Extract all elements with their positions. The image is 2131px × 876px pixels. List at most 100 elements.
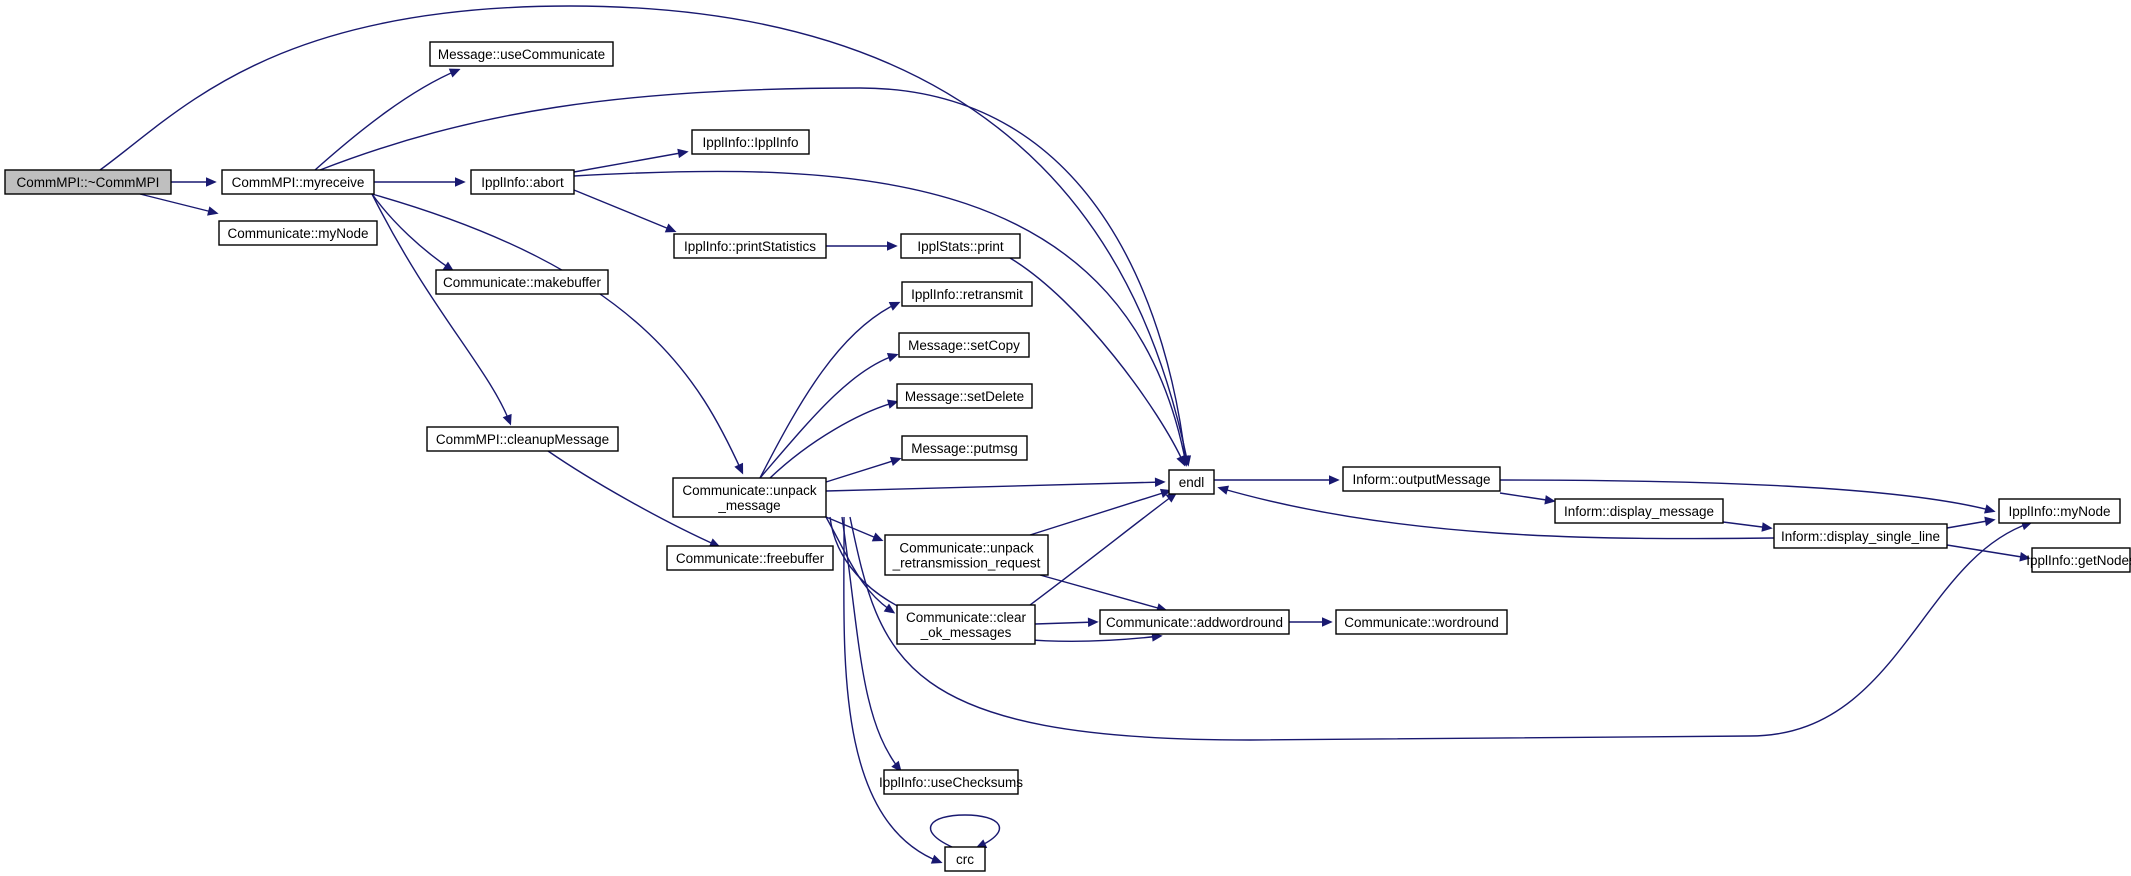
node-outputmsg[interactable]: Inform::outputMessage [1342, 466, 1501, 492]
node-statsprint[interactable]: IpplStats::print [900, 233, 1021, 259]
arrowhead-unpack-to-usechecksums [891, 760, 902, 773]
edge-unpack-to-putmsg [825, 458, 900, 483]
node-label: IpplInfo::printStatistics [684, 239, 816, 254]
node-box [1168, 469, 1215, 495]
node-label: Communicate::unpack [682, 483, 817, 498]
nodes-layer: CommMPI::~CommMPI CommMPI::myreceiveCommu… [4, 41, 2131, 872]
node-myreceive[interactable]: CommMPI::myreceive [221, 169, 375, 195]
edge-statsprint-to-endl [1009, 257, 1185, 465]
edge-singleline-to-endl [1219, 487, 1775, 540]
node-setdelete[interactable]: Message::setDelete [896, 383, 1033, 409]
arrowhead-printstats-to-statsprint [887, 241, 898, 251]
edge-unpack-to-crc [843, 516, 941, 863]
node-box [2031, 547, 2131, 573]
node-usecommunicate[interactable]: Message::useCommunicate [429, 41, 614, 67]
node-setcopy[interactable]: Message::setCopy [898, 332, 1030, 358]
node-label: IpplInfo::abort [481, 175, 564, 190]
edge-unpack-to-setdelete [769, 401, 897, 479]
node-box [218, 220, 378, 246]
edge-root-to-endl [99, 5, 1189, 465]
node-unpackretrans[interactable]: Communicate::unpack_retransmission_reque… [884, 534, 1049, 576]
edge-cleanup-to-freebuffer [547, 450, 719, 547]
node-ipplinfo[interactable]: IpplInfo::IpplInfo [691, 129, 810, 155]
node-comm_mynode[interactable]: Communicate::myNode [218, 220, 378, 246]
node-box [883, 769, 1019, 795]
edge-myreceive-to-makebuffer [371, 193, 453, 271]
node-label: Message::setDelete [905, 389, 1024, 404]
node-root[interactable]: CommMPI::~CommMPI [4, 169, 172, 195]
arrowhead-abort-to-printstats [664, 223, 677, 233]
node-box [1099, 609, 1290, 635]
edge-unpack-to-unpackretrans [825, 516, 882, 541]
arrowhead-myreceive-to-cleanup [502, 413, 512, 426]
node-putmsg[interactable]: Message::putmsg [901, 435, 1028, 461]
edge-myreceive-to-unpack [371, 193, 743, 473]
node-endl[interactable]: endl [1168, 469, 1215, 495]
node-getnodes[interactable]: IpplInfo::getNodes [2026, 547, 2131, 573]
node-box [896, 383, 1033, 409]
edges-layer [99, 5, 2033, 864]
node-info_mynode[interactable]: IpplInfo::myNode [1998, 498, 2121, 524]
edge-singleline-to-getnodes [1946, 544, 2029, 559]
node-abort[interactable]: IpplInfo::abort [470, 169, 575, 195]
node-label: IpplInfo::IpplInfo [702, 135, 798, 150]
node-box [944, 846, 986, 872]
edge-abort-to-ipplinfo [573, 151, 687, 173]
node-box [4, 169, 172, 195]
node-label: CommMPI::myreceive [232, 175, 365, 190]
arrowhead-singleline-to-endl [1217, 485, 1230, 495]
node-wordround[interactable]: Communicate::wordround [1335, 609, 1508, 635]
node-box [470, 169, 575, 195]
node-label: Message::useCommunicate [438, 47, 605, 62]
node-label: Communicate::addwordround [1106, 615, 1283, 630]
node-printstats[interactable]: IpplInfo::printStatistics [673, 233, 827, 259]
node-box [673, 233, 827, 259]
edge-myreceive-to-cleanup [371, 193, 511, 424]
node-label: Inform::display_single_line [1781, 529, 1940, 544]
node-displaymsg[interactable]: Inform::display_message [1554, 498, 1724, 524]
node-cleanup[interactable]: CommMPI::cleanupMessage [426, 426, 619, 452]
node-freebuffer[interactable]: Communicate::freebuffer [666, 545, 834, 571]
node-usechecksums[interactable]: IpplInfo::useChecksums [879, 769, 1023, 795]
node-box [1342, 466, 1501, 492]
edge-unpack-to-endl [825, 481, 1164, 492]
arrowhead-endl-to-outputmsg [1329, 475, 1340, 485]
arrowhead-displaymsg-to-singleline [1761, 522, 1773, 532]
node-clearok[interactable]: Communicate::clear_ok_messages [896, 604, 1036, 645]
arrowhead-addwordround-to-wordround [1322, 617, 1333, 627]
node-label: IpplStats::print [917, 239, 1004, 254]
node-box [426, 426, 619, 452]
node-label: Message::setCopy [908, 338, 1020, 353]
node-label: CommMPI::~CommMPI [17, 175, 160, 190]
node-label: Communicate::makebuffer [443, 275, 602, 290]
arrowhead-unpack-to-retransmit [888, 301, 901, 311]
node-crc[interactable]: crc [944, 846, 986, 872]
node-singleline[interactable]: Inform::display_single_line [1773, 523, 1948, 549]
arrowhead-myreceive-to-abort [455, 177, 466, 187]
edge-unpack-to-usechecksums [841, 516, 901, 771]
arrowhead-unpack-to-putmsg [889, 456, 902, 466]
arrowhead-singleline-to-getnodes [2019, 552, 2031, 562]
arrowhead-singleline-to-info_mynode [1984, 516, 1996, 527]
node-label: Inform::outputMessage [1352, 472, 1490, 487]
arrowhead-outputmsg-to-displaymsg [1544, 495, 1556, 505]
arrowhead-root-to-myreceive [206, 177, 217, 187]
arrowhead-unpack-to-crc [930, 854, 943, 864]
node-box [429, 41, 614, 67]
arrowhead-clearok-to-addwordround [1087, 617, 1099, 628]
edge-abort-to-endl [573, 170, 1187, 465]
edge-outputmsg-to-displaymsg [1499, 492, 1554, 502]
node-box [901, 281, 1033, 307]
node-label: _retransmission_request [892, 556, 1041, 571]
node-retransmit[interactable]: IpplInfo::retransmit [901, 281, 1033, 307]
edge-unpack-to-retransmit [759, 302, 899, 479]
node-label: CommMPI::cleanupMessage [436, 432, 609, 447]
edge-root-to-comm_mynode [139, 193, 217, 214]
node-label: IpplInfo::retransmit [911, 287, 1023, 302]
node-box [898, 332, 1030, 358]
node-addwordround[interactable]: Communicate::addwordround [1099, 609, 1290, 635]
node-makebuffer[interactable]: Communicate::makebuffer [435, 269, 609, 295]
arrowhead-unpack-to-unpackretrans [871, 532, 884, 542]
node-unpack[interactable]: Communicate::unpack_message [672, 477, 827, 518]
